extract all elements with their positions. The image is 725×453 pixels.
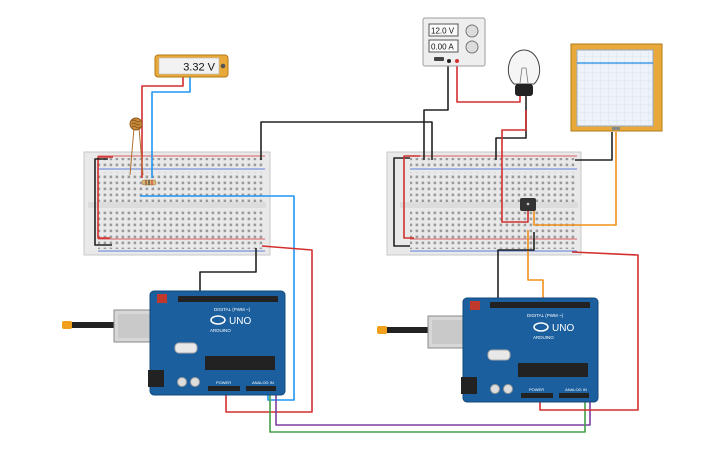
wire-red-left-power: [225, 245, 313, 413]
arduino-left[interactable]: DIGITAL (PWM ~) UNO ARDUINO POWER ANALOG…: [62, 290, 286, 396]
voltmeter[interactable]: 3.32 V: [154, 54, 229, 78]
wire-green-serial: [269, 390, 586, 433]
wire-red-psu-pos: [456, 62, 521, 103]
psu-voltage: 12.0 V: [431, 27, 455, 36]
wire-orange-plotter: [533, 132, 617, 226]
wire-black-right-rail: [393, 157, 410, 247]
wire-blue-to-analog: [140, 195, 295, 401]
wire-black-right-gnd: [497, 232, 535, 302]
arduino-right-digital-label: DIGITAL (PWM ~): [527, 313, 564, 318]
light-bulb[interactable]: [507, 49, 541, 96]
arduino-infinity-logo: [533, 322, 549, 332]
transistor[interactable]: [520, 198, 536, 211]
arduino-left-brand: ARDUINO: [210, 328, 231, 333]
ldr-leg-b: [138, 127, 144, 176]
arduino-right-brand: ARDUINO: [533, 335, 554, 340]
arduino-right-model: UNO: [552, 323, 574, 334]
arduino-left-model: UNO: [229, 316, 251, 327]
psu-current: 0.00 A: [431, 43, 454, 52]
voltmeter-reading: 3.32 V: [183, 62, 215, 74]
wire-blue-voltmeter: [151, 76, 191, 178]
psu-voltage-knob-icon[interactable]: [465, 24, 479, 38]
wire-orange-to-pin: [527, 230, 544, 302]
resistor[interactable]: [141, 179, 157, 186]
wire-red-right-rail: [403, 155, 420, 239]
psu-pos-terminal-icon: [455, 59, 459, 63]
wire-black-right-top: [575, 132, 613, 161]
power-supply[interactable]: 12.0 V 0.00 A: [422, 17, 486, 67]
wire-black-psu-neg: [423, 62, 449, 160]
ldr-leg-a: [129, 127, 135, 176]
breadboard-right[interactable]: [386, 151, 582, 256]
arduino-left-digital-label: DIGITAL (PWM ~): [214, 307, 251, 312]
wire-black-top-bridge: [260, 121, 433, 160]
wire-black-left-gnd: [199, 248, 257, 298]
arduino-left-analog-label: ANALOG IN: [252, 380, 274, 385]
voltmeter-knob-icon: [220, 63, 226, 69]
oscilloscope[interactable]: [570, 43, 663, 132]
photoresistor[interactable]: [129, 117, 143, 131]
wire-red-right-power: [539, 251, 639, 411]
wire-red-left-rail: [97, 156, 113, 239]
arduino-right-analog-label: ANALOG IN: [565, 387, 587, 392]
bulb-glass-icon: [507, 49, 541, 85]
psu-neg-terminal-icon: [447, 59, 451, 63]
wire-red-voltmeter: [141, 76, 184, 178]
breadboard-left[interactable]: [83, 151, 271, 256]
wires[interactable]: [94, 62, 639, 433]
wire-red-bulb-transistor: [501, 110, 529, 223]
arduino-left-power-label: POWER: [216, 380, 231, 385]
arduino-infinity-logo: [210, 315, 226, 325]
psu-current-knob-icon[interactable]: [465, 40, 479, 54]
arduino-right[interactable]: DIGITAL (PWM ~) UNO ARDUINO POWER ANALOG…: [377, 297, 599, 403]
arduino-right-power-label: POWER: [529, 387, 544, 392]
wire-black-left-rail: [94, 158, 112, 246]
